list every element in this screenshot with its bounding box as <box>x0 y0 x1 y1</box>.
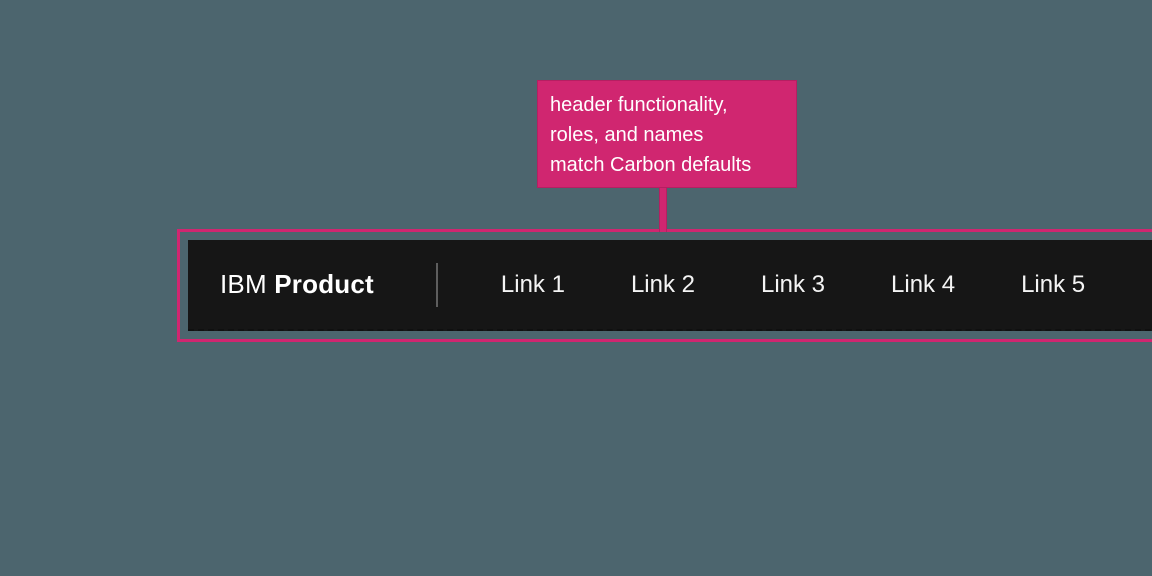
header-brand-product: Product <box>274 269 374 299</box>
annotation-highlight-box: IBM Product Link 1 Link 2 Link 3 Link 4 … <box>177 229 1152 342</box>
annotation-callout: header functionality, roles, and names m… <box>537 80 797 188</box>
annotation-callout-line: header functionality, <box>550 94 728 116</box>
header-nav-link-4[interactable]: Link 4 <box>891 270 956 298</box>
annotation-connector-line <box>659 187 667 232</box>
header-brand-prefix: IBM <box>220 269 267 299</box>
header-nav: Link 1 Link 2 Link 3 Link 4 Link 5 <box>468 271 1118 299</box>
app-header: IBM Product Link 1 Link 2 Link 3 Link 4 … <box>188 240 1152 331</box>
header-nav-link-1[interactable]: Link 1 <box>500 270 565 298</box>
annotation-callout-line: match Carbon defaults <box>550 154 752 176</box>
header-divider <box>435 262 438 307</box>
header-brand-link[interactable]: IBM Product <box>220 269 374 300</box>
header-nav-link-2[interactable]: Link 2 <box>630 270 695 298</box>
header-nav-link-3[interactable]: Link 3 <box>760 270 826 298</box>
annotation-callout-line: roles, and names <box>550 124 704 146</box>
header-nav-link-5[interactable]: Link 5 <box>1021 270 1086 298</box>
